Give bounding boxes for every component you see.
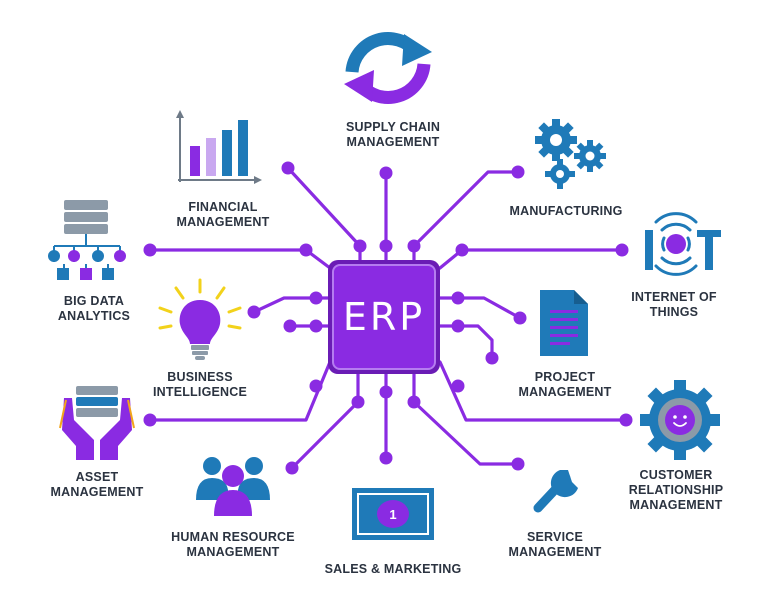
- database-network-icon: [48, 200, 126, 280]
- lightbulb-icon: [158, 278, 242, 360]
- label-big-data: BIG DATA ANALYTICS: [57, 294, 131, 323]
- trace-dots: [143, 161, 633, 475]
- label-sales: SALES & MARKETING: [324, 562, 462, 576]
- banknote-icon: 1: [352, 488, 434, 540]
- label-iot: INTERNET OF THINGS: [631, 290, 717, 319]
- hands-server-icon: [59, 386, 135, 460]
- erp-center-label: ERP: [342, 295, 426, 339]
- trace-project-lower: [438, 324, 494, 360]
- trace-top-left: [286, 166, 362, 264]
- gears-icon: [535, 119, 606, 189]
- label-supply-chain: SUPPLY CHAIN MANAGEMENT: [345, 120, 441, 149]
- label-hr: HUMAN RESOURCE MANAGEMENT: [171, 530, 295, 559]
- label-crm: CUSTOMER RELATIONSHIP MANAGEMENT: [628, 468, 724, 512]
- label-manufacturing: MANUFACTURING: [509, 204, 623, 218]
- banknote-value: 1: [389, 507, 396, 522]
- trace-asset: [148, 360, 332, 422]
- sync-arrows-icon: [344, 32, 432, 104]
- label-asset: ASSET MANAGEMENT: [50, 470, 144, 499]
- people-group-icon: [196, 457, 270, 516]
- trace-top-right: [412, 170, 520, 264]
- trace-project-upper: [438, 296, 522, 320]
- label-service: SERVICE MANAGEMENT: [508, 530, 602, 559]
- label-business-intelligence: BUSINESS INTELLIGENCE: [152, 370, 248, 399]
- document-icon: [540, 290, 588, 356]
- bar-chart-icon: [176, 110, 262, 184]
- trace-crm: [438, 360, 628, 422]
- trace-service: [412, 370, 520, 466]
- iot-icon: [645, 212, 721, 276]
- gear-smiley-icon: [640, 380, 720, 460]
- label-financial: FINANCIAL MANAGEMENT: [176, 200, 270, 229]
- erp-chip: [328, 260, 440, 374]
- wrench-icon: [533, 462, 584, 513]
- label-project: PROJECT MANAGEMENT: [518, 370, 612, 399]
